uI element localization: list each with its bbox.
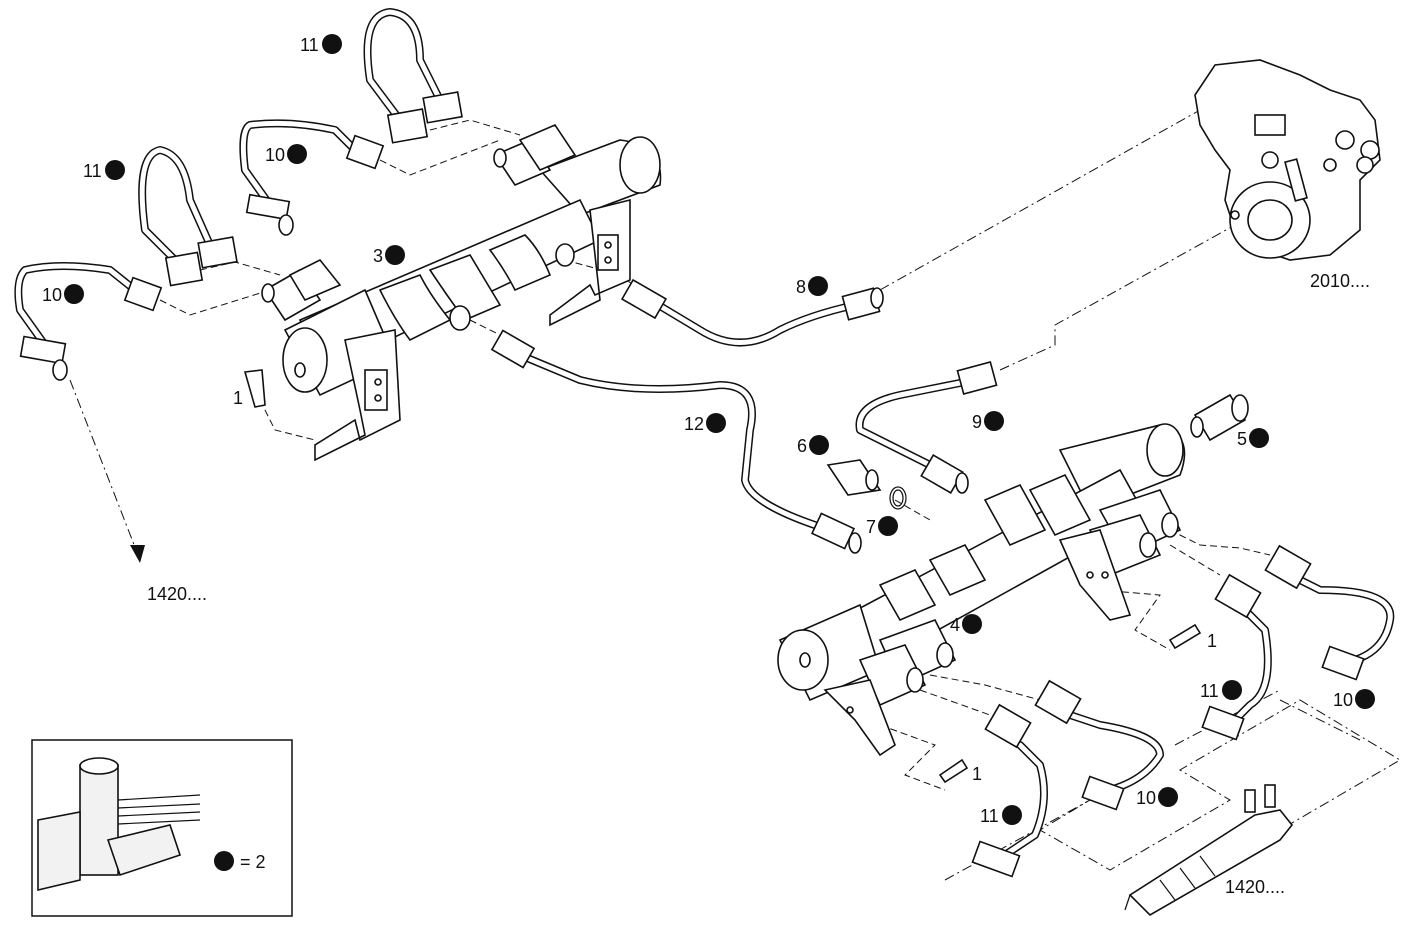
legend-marker-dot (214, 851, 234, 871)
callout-number-c1c: 1 (972, 764, 982, 784)
callout-number-c1b: 1 (1207, 631, 1217, 651)
callout-number-c5: 5 (1237, 429, 1247, 449)
pump-reference-label: 2010.... (1310, 271, 1370, 291)
callout-dot-c4 (962, 614, 982, 634)
callout-dot-c8 (808, 276, 828, 296)
fuel-rail-upper (261, 124, 662, 462)
callout-number-c1a: 1 (233, 388, 243, 408)
callout-number-c10a: 10 (265, 145, 285, 165)
callout-dot-c11c (1222, 680, 1242, 700)
callout-dot-c6 (809, 435, 829, 455)
fittings (19, 91, 1365, 878)
callout-number-c9: 9 (972, 412, 982, 432)
iveco-logo-graphic (79, 764, 119, 876)
fuel-rail-lower (777, 423, 1186, 757)
callout-dot-c10c (1355, 689, 1375, 709)
pipes (14, 8, 1395, 859)
callout-number-c12: 12 (684, 414, 704, 434)
callout-number-c8: 8 (796, 277, 806, 297)
callout-dot-c10d (1158, 787, 1178, 807)
callout-dot-c11a (322, 34, 342, 54)
injector-reference-label-left: 1420.... (147, 584, 207, 604)
callout-dot-c9 (984, 411, 1004, 431)
callout-number-c10b: 10 (42, 285, 62, 305)
callout-dot-c11d (1002, 805, 1022, 825)
callout-number-c11c: 11 (1200, 681, 1219, 701)
callout-dot-c10b (64, 284, 84, 304)
callout-dot-c5 (1249, 428, 1269, 448)
high-pressure-pump (1194, 59, 1381, 261)
callout-dot-c12 (706, 413, 726, 433)
callout-number-c11b: 11 (83, 161, 102, 181)
callout-number-c7: 7 (866, 517, 876, 537)
callout-number-c10c: 10 (1333, 690, 1353, 710)
callout-dot-c3 (385, 245, 405, 265)
callout-number-c3: 3 (373, 246, 383, 266)
legend-equals-text: = 2 (240, 852, 266, 872)
callout-number-c11d: 11 (980, 806, 999, 826)
callout-number-c10d: 10 (1136, 788, 1156, 808)
small-parts (243, 369, 1294, 916)
leader-lines (69, 109, 1401, 881)
injector-reference-label-right: 1420.... (1225, 877, 1285, 897)
callout-dot-c7 (878, 516, 898, 536)
legend-box: = 2 (31, 739, 293, 917)
callout-number-c4: 4 (950, 615, 960, 635)
callout-dot-c11b (105, 160, 125, 180)
callout-number-c6: 6 (797, 436, 807, 456)
callout-dot-c10a (287, 144, 307, 164)
callout-number-c11a: 11 (300, 35, 319, 55)
